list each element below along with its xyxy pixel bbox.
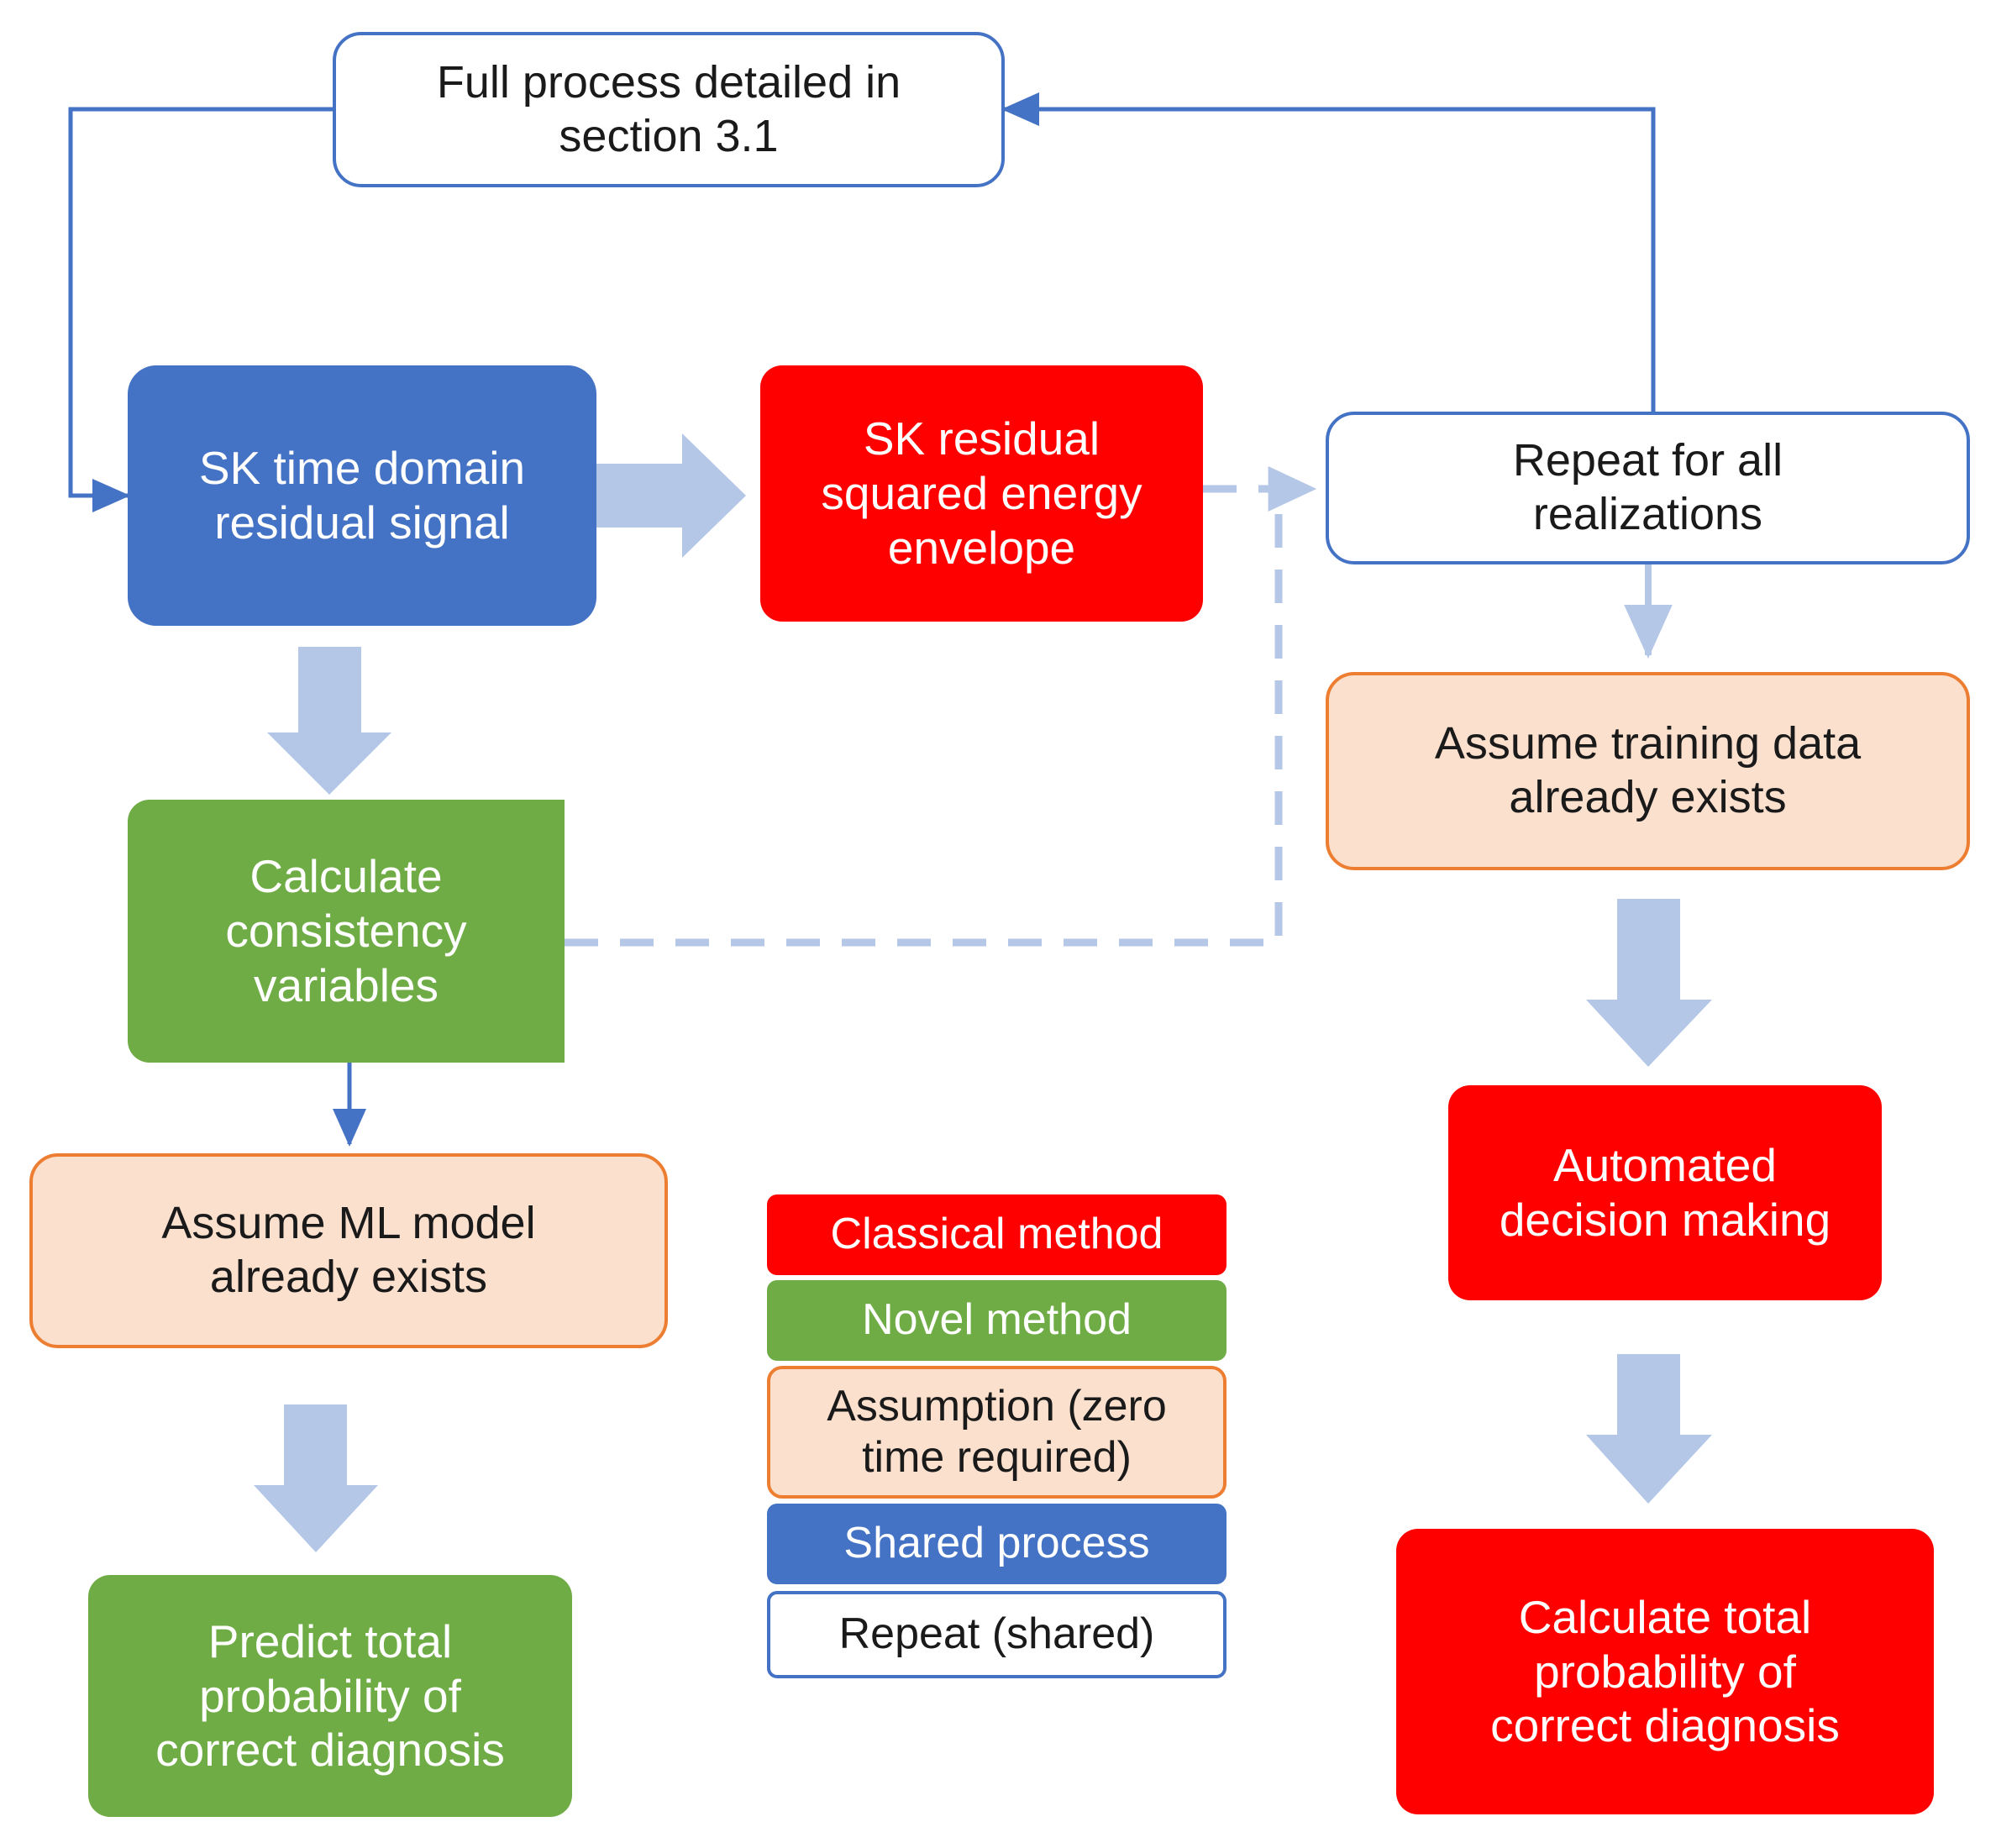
node-repeat-for-all-realizations[interactable]: Repeat for all realizations <box>1326 412 1970 564</box>
legend-item-novel-method[interactable]: Novel method <box>767 1280 1226 1361</box>
node-assume-ml-model-already-exists[interactable]: Assume ML model already exists <box>29 1153 668 1348</box>
node-predict-total-probability[interactable]: Predict total probability of correct dia… <box>88 1575 572 1817</box>
block-arrow-sk-to-consistency <box>267 647 391 795</box>
node-automated-decision-making[interactable]: Automated decision making <box>1448 1085 1882 1300</box>
node-calculate-consistency-variables[interactable]: Calculate consistency variables <box>128 800 565 1063</box>
legend-item-classical-method[interactable]: Classical method <box>767 1194 1226 1275</box>
legend-item-assumption[interactable]: Assumption (zero time required) <box>767 1366 1226 1499</box>
node-sk-residual-squared-energy-envelope[interactable]: SK residual squared energy envelope <box>760 365 1203 622</box>
block-arrow-decision-to-calculate <box>1586 1354 1712 1504</box>
node-full-process[interactable]: Full process detailed in section 3.1 <box>333 32 1005 187</box>
node-sk-time-domain-residual-signal[interactable]: SK time domain residual signal <box>128 365 596 626</box>
node-calculate-total-probability[interactable]: Calculate total probability of correct d… <box>1396 1529 1934 1814</box>
block-arrow-mlmodel-to-predict <box>254 1404 378 1552</box>
block-arrow-sk-to-envelope <box>596 433 746 558</box>
block-arrow-training-to-decision <box>1586 899 1712 1067</box>
legend-item-repeat-shared[interactable]: Repeat (shared) <box>767 1591 1226 1678</box>
legend-item-shared-process[interactable]: Shared process <box>767 1504 1226 1584</box>
node-assume-training-data-already-exists[interactable]: Assume training data already exists <box>1326 672 1970 870</box>
